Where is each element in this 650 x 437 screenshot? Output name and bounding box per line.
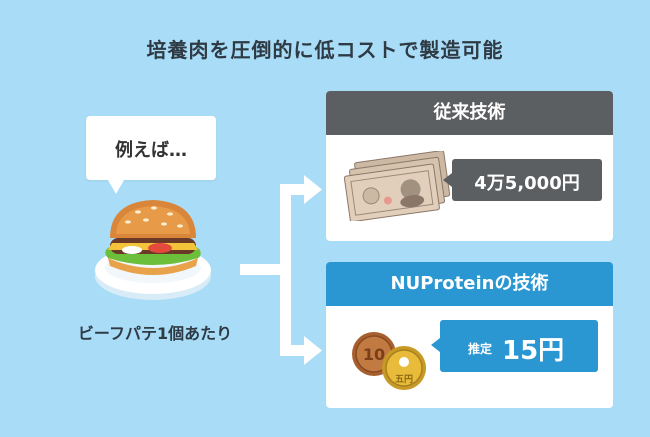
traditional-title: 従来技術 — [326, 91, 613, 135]
nuprotein-title: NUProteinの技術 — [326, 262, 613, 306]
caption: ビーフパテ1個あたり — [77, 324, 233, 343]
speech-bubble: 例えば… — [86, 116, 216, 194]
estimate-label: 推定 — [468, 342, 493, 356]
headline: 培養肉を圧倒的に低コストで製造可能 — [146, 38, 504, 62]
coins-icon: 10 五円 — [352, 332, 426, 390]
traditional-panel: 従来技術 4万5,000円 — [326, 91, 613, 241]
nuprotein-price: 15円 — [502, 336, 565, 366]
traditional-price-tag: 4万5,000円 — [443, 159, 602, 201]
traditional-price: 4万5,000円 — [474, 173, 580, 194]
speech-bubble-text: 例えば… — [115, 140, 187, 161]
five-yen-label: 五円 — [395, 374, 413, 385]
nuprotein-price-tag: 推定 15円 — [431, 320, 598, 372]
banknotes-icon — [343, 151, 451, 221]
nuprotein-panel: NUProteinの技術 10 五円 推定 15円 — [326, 262, 613, 408]
ten-yen-label: 10 — [363, 345, 385, 364]
hamburger-icon — [95, 200, 211, 300]
